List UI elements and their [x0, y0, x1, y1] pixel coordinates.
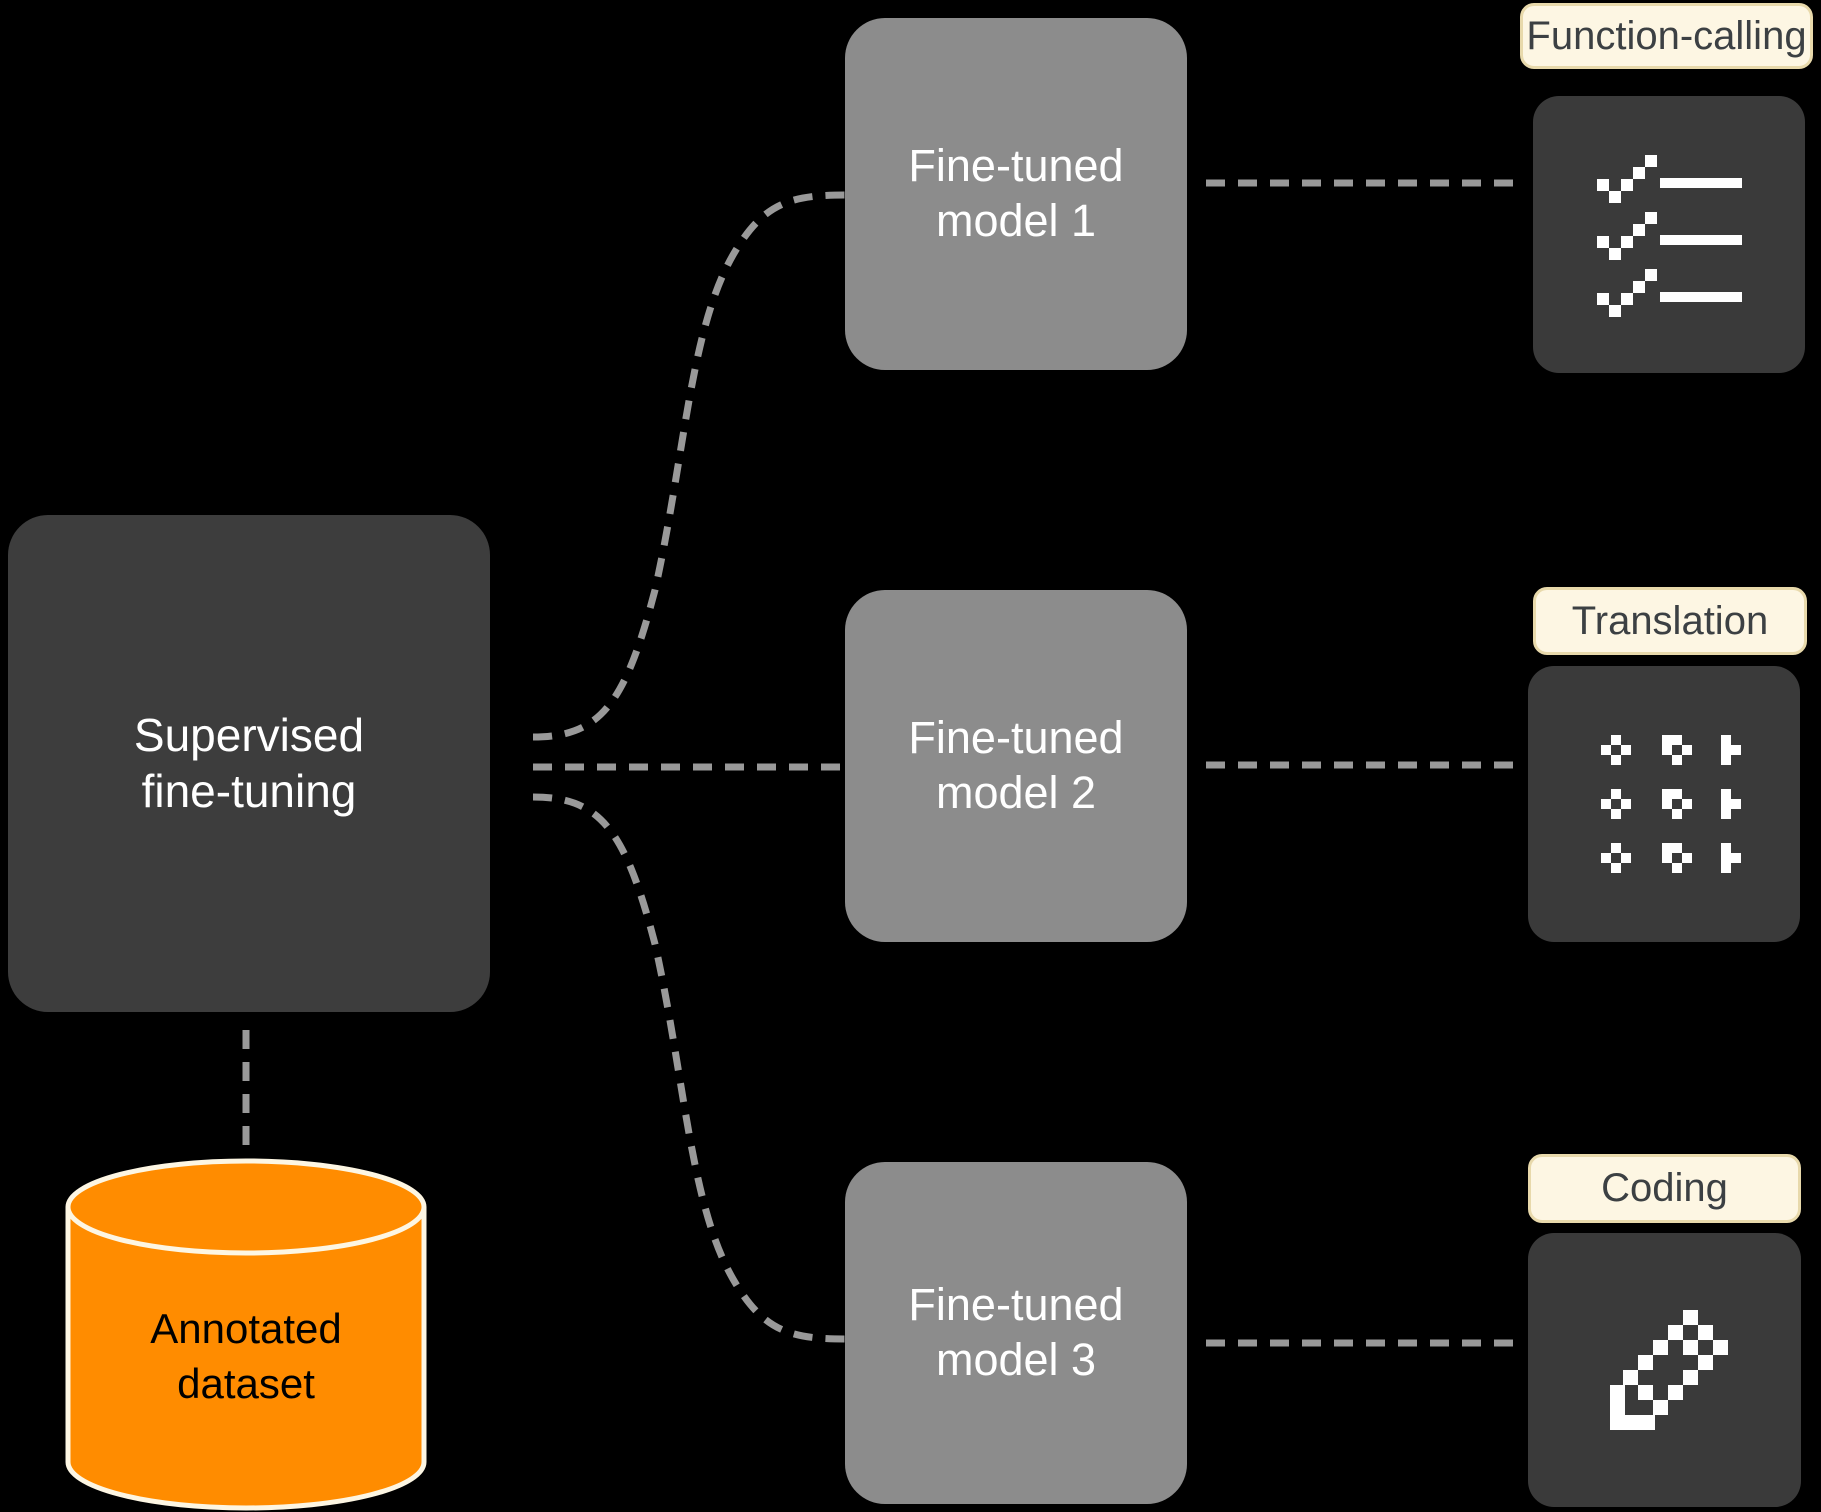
task-box-coding: [1528, 1233, 1801, 1507]
checklist-row-1: [1597, 155, 1742, 203]
checklist-row-3: [1597, 269, 1742, 317]
task-label-function-calling: Function-calling: [1520, 3, 1813, 69]
source-node-label: Supervised fine-tuning: [133, 709, 365, 817]
cylinder-body: [65, 1207, 427, 1511]
model-node-2: Fine-tuned model 2: [845, 590, 1187, 942]
checklist-row-2: [1597, 212, 1742, 260]
model-node-2-label: Fine-tuned model 2: [908, 712, 1124, 818]
task-label-translation: Translation: [1533, 587, 1807, 655]
connector-source-to-model1: [532, 191, 846, 741]
characters-pixel-icon: [1601, 735, 1741, 873]
model-node-3-label: Fine-tuned model 3: [908, 1279, 1124, 1385]
task-box-function-calling: [1533, 96, 1805, 373]
glyph-grid: [1601, 735, 1741, 873]
model-node-3: Fine-tuned model 3: [845, 1162, 1187, 1504]
source-node: Supervised fine-tuning: [8, 515, 490, 1012]
task-label-function-calling-text: Function-calling: [1526, 13, 1807, 58]
cylinder-top: [65, 1158, 427, 1256]
pencil-pixel-icon: [1610, 1310, 1728, 1430]
connector-source-to-model3: [532, 793, 846, 1343]
task-label-coding-text: Coding: [1601, 1166, 1728, 1210]
task-label-coding: Coding: [1528, 1154, 1801, 1223]
model-node-1: Fine-tuned model 1: [845, 18, 1187, 370]
dataset-label: Annotated dataset: [96, 1302, 396, 1412]
task-label-translation-text: Translation: [1571, 598, 1769, 643]
checklist-pixel-icon: [1597, 155, 1742, 317]
dataset-label-text: Annotated dataset: [150, 1305, 342, 1407]
model-node-1-label: Fine-tuned model 1: [908, 140, 1124, 246]
